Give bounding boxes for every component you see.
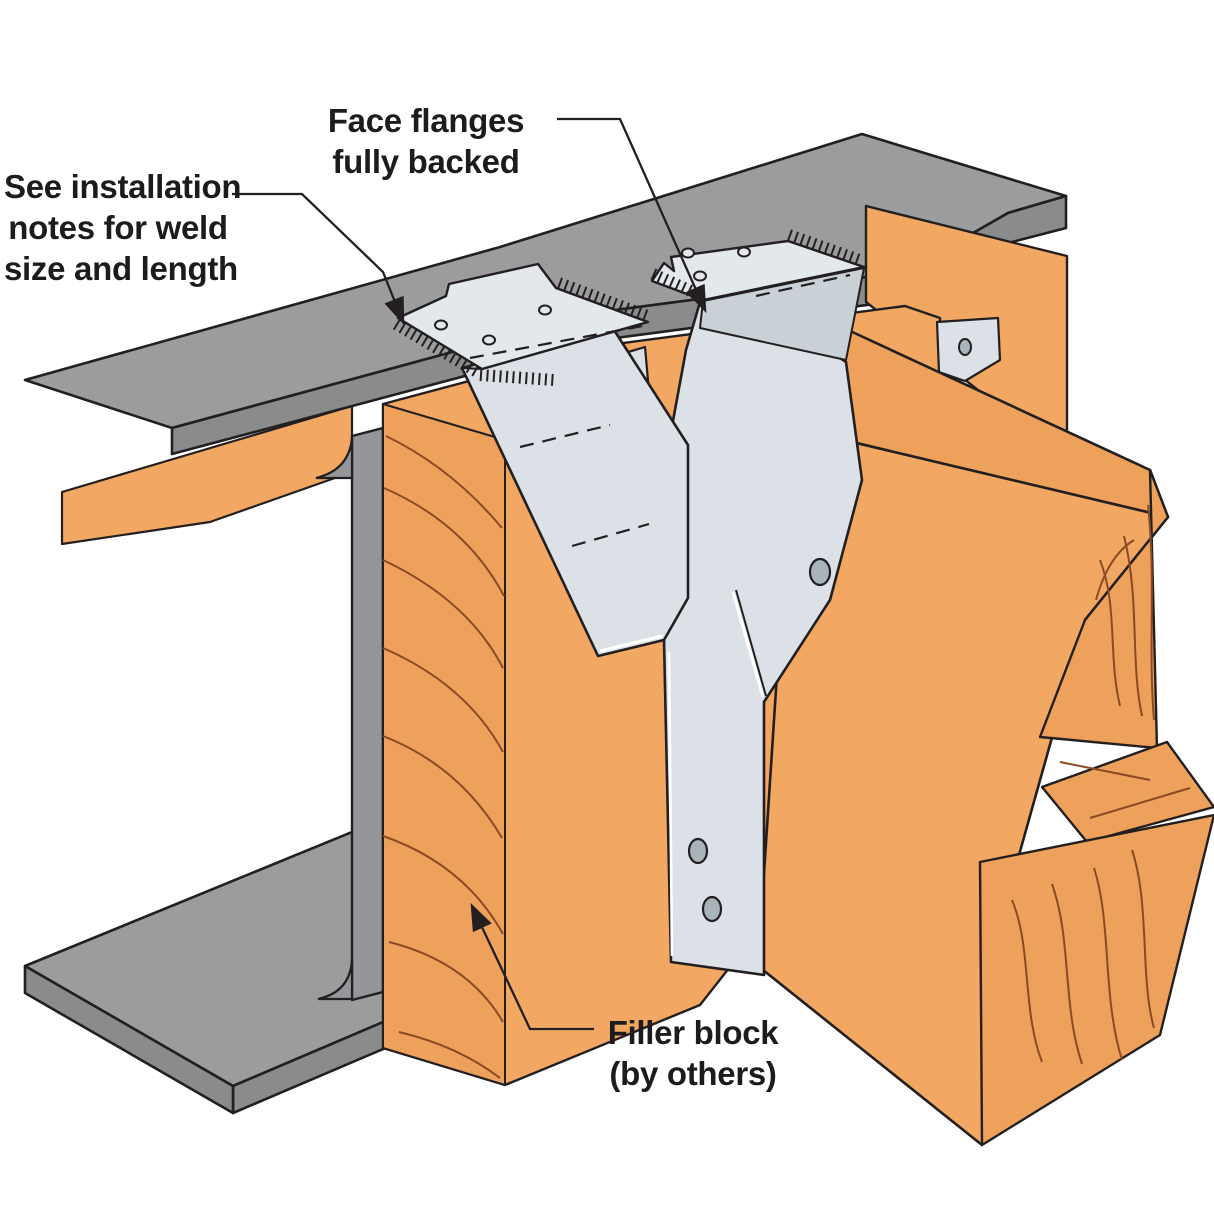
right-strap-fold-highlight (731, 591, 765, 698)
filler-block-line-2: (by others) (609, 1055, 777, 1092)
joist-break-flap (1040, 740, 1214, 844)
left-strap-dash-upper (519, 423, 611, 449)
face-flanges-line-2: fully backed (332, 143, 520, 180)
right-strap-fold-line (735, 589, 767, 697)
filler-grain-lines (382, 435, 505, 1079)
joist-grain-lines (1011, 504, 1191, 1065)
joist-end-grain-lower (978, 813, 1214, 1147)
bottom-flange-left-end (23, 964, 235, 1115)
left-hanger (396, 262, 690, 658)
leader-lines (232, 117, 707, 1031)
strap-hole-lower (701, 895, 723, 923)
far-filler-peek (60, 404, 354, 546)
leader-face-flanges (557, 117, 707, 314)
left-flange-bend-dash (469, 323, 649, 360)
left-flange-hole-1 (434, 319, 448, 331)
left-hanger-top-flange (396, 262, 650, 371)
strap-hole-upper (808, 557, 832, 587)
weld-right-flange-left-edge (650, 268, 705, 302)
left-flange-hole-2 (482, 334, 496, 346)
leader-filler-block (470, 902, 594, 1031)
web-top-fillet (315, 437, 354, 480)
right-flange-hole-3 (693, 270, 707, 282)
weld-note-line-1: See installation (4, 168, 242, 205)
web-bottom-fillet (317, 959, 354, 1001)
weld-note-label: See installation notes for weld size and… (4, 166, 242, 289)
strap-left-edge-highlight (667, 651, 674, 957)
left-strap-dash-lower (571, 522, 650, 548)
left-strap-bottom-highlight (599, 634, 663, 653)
face-flanges-label: Face flanges fully backed (288, 100, 564, 182)
face-tab-right-hole (958, 338, 972, 356)
right-flange-bend-dash (755, 273, 851, 298)
face-flanges-line-1: Face flanges (327, 102, 525, 139)
filler-block-line-1: Filler block (607, 1014, 779, 1051)
weld-note-line-3: size and length (4, 250, 238, 287)
leader-weld-note (232, 192, 405, 326)
weld-serrations (392, 229, 865, 386)
left-flange-hole-3 (538, 304, 552, 316)
weld-note-line-2: notes for weld (8, 209, 228, 246)
strap-hole-mid (687, 837, 709, 865)
web-end-face (350, 426, 385, 1002)
filler-block-label: Filler block (by others) (580, 1012, 806, 1094)
right-flange-hole-1 (681, 247, 695, 259)
joist (756, 328, 1214, 1147)
right-flange-hole-2 (737, 246, 751, 258)
